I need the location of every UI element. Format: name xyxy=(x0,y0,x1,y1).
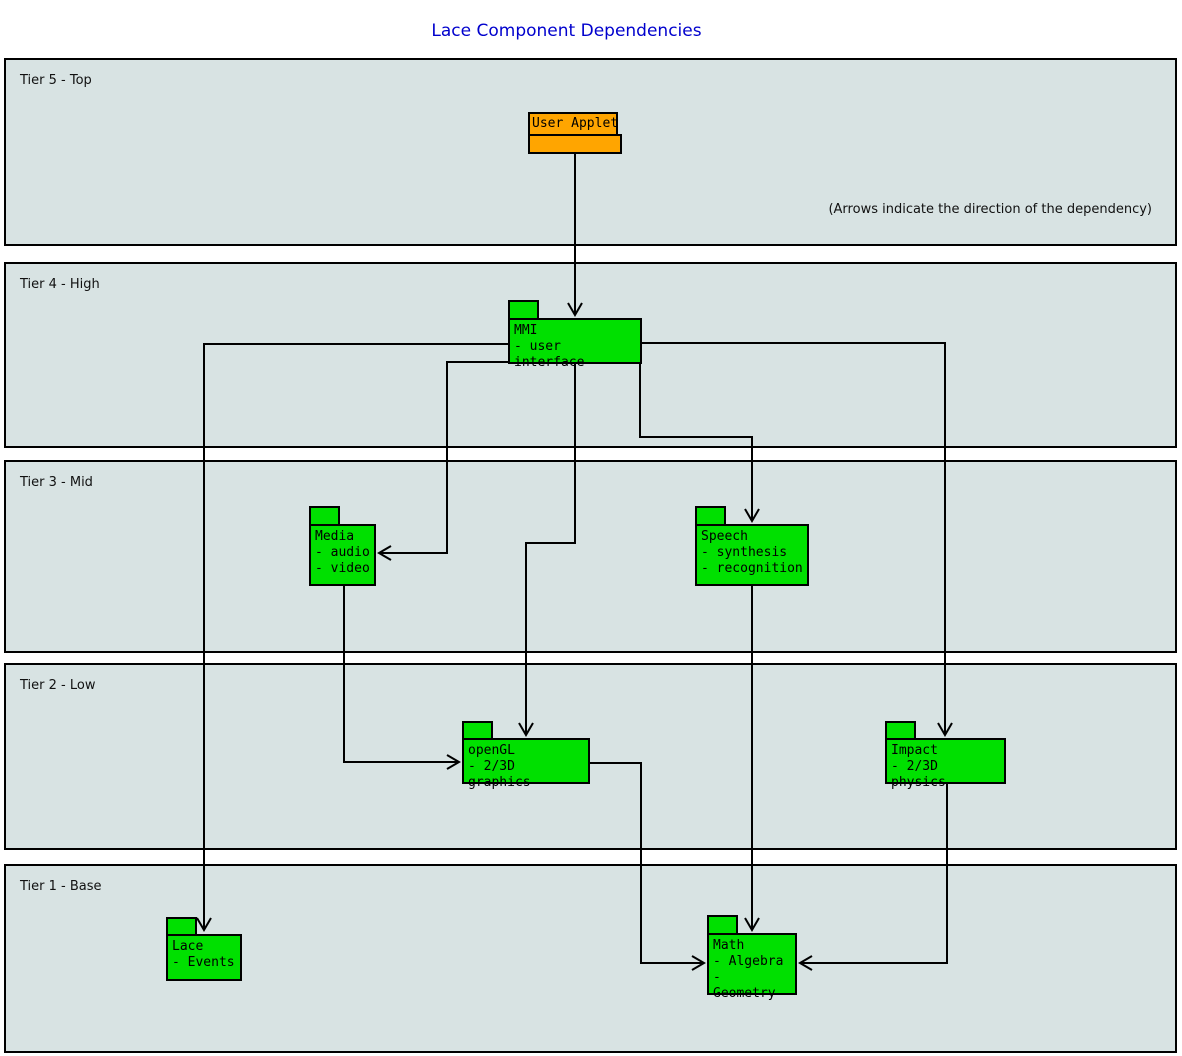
component-lace: Lace - Events xyxy=(166,934,242,981)
tier-label-5: Tier 5 - Top xyxy=(20,73,92,88)
tier-label-4: Tier 4 - High xyxy=(20,277,100,292)
component-user-applet-tab: User Applet xyxy=(528,112,618,136)
component-speech: Speech - synthesis - recognition xyxy=(695,524,809,586)
component-math-tab xyxy=(707,915,738,935)
component-mmi-title: MMI xyxy=(514,323,538,338)
component-math: Math - Algebra - Geometry xyxy=(707,933,797,1001)
tier-label-3: Tier 3 - Mid xyxy=(20,475,93,490)
tier-band-3: Tier 3 - Mid xyxy=(4,460,1177,653)
component-impact: Impact - 2/3D physics xyxy=(885,738,1006,790)
component-lace-title: Lace xyxy=(172,939,204,954)
component-opengl: openGL - 2/3D graphics xyxy=(462,738,590,790)
component-speech-title: Speech xyxy=(701,529,748,544)
component-math-title: Math xyxy=(713,938,745,953)
component-impact-title: Impact xyxy=(891,743,938,758)
page-title: Lace Component Dependencies xyxy=(431,21,702,41)
component-mmi: MMI - user interface xyxy=(508,318,642,370)
tier-label-1: Tier 1 - Base xyxy=(20,879,102,894)
tier-band-4: Tier 4 - High xyxy=(4,262,1177,448)
component-opengl-line: - 2/3D graphics xyxy=(468,759,531,790)
component-speech-line: - recognition xyxy=(701,561,803,576)
component-mmi-tab xyxy=(508,300,539,320)
component-opengl-title: openGL xyxy=(468,743,515,758)
component-impact-line: - 2/3D physics xyxy=(891,759,946,790)
component-media-line: - audio xyxy=(315,545,370,560)
component-lace-line: - Events xyxy=(172,955,235,970)
component-speech-line: - synthesis xyxy=(701,545,788,560)
component-speech-tab xyxy=(695,506,726,526)
tier-label-2: Tier 2 - Low xyxy=(20,678,96,693)
component-user-applet-title: User Applet xyxy=(532,116,619,131)
component-math-line: - Geometry xyxy=(713,970,776,1001)
component-math-line: - Algebra xyxy=(713,954,784,969)
component-media-title: Media xyxy=(315,529,355,544)
component-media: Media - audio - video xyxy=(309,524,376,586)
note-arrows-direction: (Arrows indicate the direction of the de… xyxy=(828,202,1152,217)
component-media-tab xyxy=(309,506,340,526)
component-mmi-line: - user interface xyxy=(514,339,585,370)
component-media-line: - video xyxy=(315,561,370,576)
component-user-applet xyxy=(528,134,622,154)
